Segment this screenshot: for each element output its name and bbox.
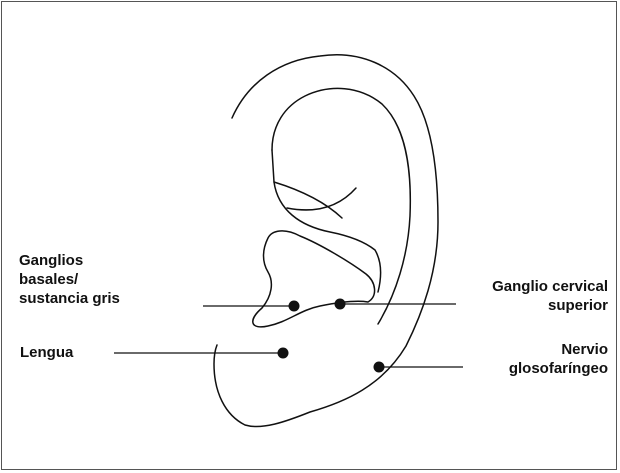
ear-crus-line xyxy=(274,182,342,218)
ear-helix-outline xyxy=(214,55,438,427)
label-nervio-line-1: Nervio xyxy=(509,340,608,359)
label-nervio-glosofaringeo: Nervio glosofaríngeo xyxy=(509,340,608,378)
ganglios-point xyxy=(289,301,300,312)
label-ganglios-line-3: sustancia gris xyxy=(19,289,120,308)
ear-antihelix-rim xyxy=(272,88,410,324)
ear-crus-lower xyxy=(287,188,356,210)
label-lengua: Lengua xyxy=(20,343,73,362)
ear-concha-fold xyxy=(272,150,381,292)
label-lengua-line-1: Lengua xyxy=(20,343,73,362)
ear-tragus xyxy=(253,231,375,327)
lengua-point xyxy=(278,348,289,359)
label-ganglio-cervical: Ganglio cervical superior xyxy=(492,277,608,315)
label-nervio-line-2: glosofaríngeo xyxy=(509,359,608,378)
label-cervical-line-2: superior xyxy=(492,296,608,315)
label-ganglios-line-1: Ganglios xyxy=(19,251,120,270)
label-ganglios-line-2: basales/ xyxy=(19,270,120,289)
label-cervical-line-1: Ganglio cervical xyxy=(492,277,608,296)
cervical-point xyxy=(335,299,346,310)
label-ganglios-basales: Ganglios basales/ sustancia gris xyxy=(19,251,120,308)
nervio-point xyxy=(374,362,385,373)
